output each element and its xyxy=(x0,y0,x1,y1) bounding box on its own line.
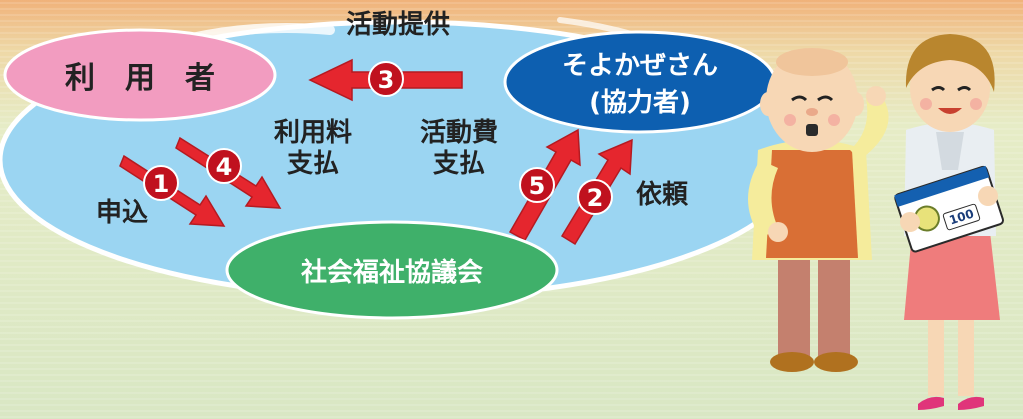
step-badge-1 xyxy=(143,165,179,201)
step-number: 3 xyxy=(378,66,395,94)
label-usage-fee-line2: 支払 xyxy=(286,149,339,180)
step-badges xyxy=(143,61,613,215)
label-request: 依頼 xyxy=(635,180,688,210)
helper-node-sublabel: (協力者) xyxy=(589,88,691,118)
council-node-shape xyxy=(225,220,559,320)
step-number: 4 xyxy=(216,153,233,181)
label-usage-fee-line1: 利用料 xyxy=(273,118,352,148)
label-activity-cost-line1: 活動費 xyxy=(419,118,498,148)
label-activity-provide: 活動提供 xyxy=(345,10,450,40)
woman-illustration xyxy=(894,34,1005,410)
user-node-label: 利 用 者 xyxy=(65,61,215,96)
label-activity-cost: 活動費 支払 xyxy=(404,118,514,180)
label-activity-cost-line2: 支払 xyxy=(432,149,485,180)
helper-node-label: そよかぜさん xyxy=(561,51,718,81)
step-number: 5 xyxy=(529,172,546,200)
label-usage-fee: 利用料 支払 xyxy=(258,118,368,180)
step-badge-2 xyxy=(577,179,613,215)
step-number: 1 xyxy=(153,170,170,198)
step-badge-4 xyxy=(206,148,242,184)
user-node-shape xyxy=(3,28,277,122)
council-node-label: 社会福祉協議会 xyxy=(300,257,483,288)
step-badge-3 xyxy=(368,61,404,97)
label-apply: 申込 xyxy=(95,198,148,228)
helper-node: そよかぜさん (協力者) xyxy=(515,38,765,126)
user-node: 利 用 者 xyxy=(20,48,260,102)
elderly-man-illustration xyxy=(748,48,889,372)
council-node: 社会福祉協議会 xyxy=(232,245,552,295)
step-number: 2 xyxy=(587,184,604,212)
step-badge-5 xyxy=(519,167,555,203)
